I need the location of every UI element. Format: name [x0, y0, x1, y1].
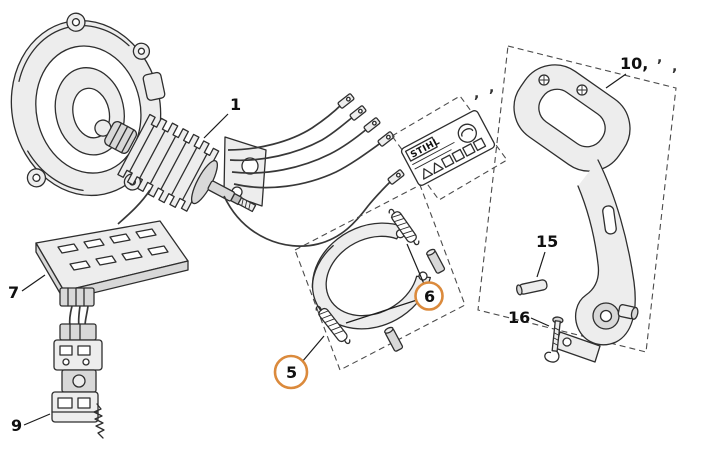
callout-1[interactable]: 1	[230, 95, 241, 114]
callout-9[interactable]: 9	[11, 416, 22, 435]
spade-terminal-icon	[363, 117, 381, 133]
callout-5-label: 5	[286, 363, 297, 382]
brand-box	[404, 136, 438, 162]
module-connector	[59, 287, 95, 307]
fin-lines	[128, 125, 208, 201]
leader-10	[605, 73, 627, 89]
handle-foot-hole	[562, 337, 572, 347]
spade-terminal-icon	[349, 105, 367, 121]
callout-5-ring	[273, 354, 309, 390]
callout-6-ring	[414, 281, 444, 311]
brake-pin-top[interactable]	[426, 248, 446, 274]
leader-15	[536, 251, 546, 278]
screw-part-16[interactable]	[544, 316, 564, 363]
dashed-box-handle	[477, 45, 677, 353]
leader-5	[301, 335, 325, 363]
info-label-group: STIHL	[391, 95, 508, 201]
handle-arm	[575, 159, 636, 346]
thread-lines	[241, 198, 251, 211]
motor-bracket	[223, 136, 267, 207]
leader-1	[203, 113, 229, 139]
leader-7	[21, 274, 46, 292]
comma-artifact: ,	[672, 59, 677, 75]
screw-icon	[576, 84, 588, 96]
module-slots	[57, 228, 169, 271]
handle-pivot-boss	[617, 304, 639, 320]
comma-artifact: ,	[489, 80, 494, 96]
warning-icons	[423, 137, 487, 180]
callout-15[interactable]: 15	[536, 232, 558, 251]
handle-part[interactable]	[500, 51, 644, 363]
spade-terminal-icon	[337, 93, 355, 109]
leader-6b	[345, 299, 418, 324]
leader-16	[530, 317, 550, 327]
comma-artifact: ,	[474, 86, 479, 102]
leader-9	[23, 413, 51, 426]
brake-pin-bottom[interactable]	[384, 326, 404, 352]
handle-slot	[602, 205, 617, 235]
handle-group	[477, 45, 677, 363]
coil-lines	[390, 213, 417, 239]
switch-part[interactable]	[51, 305, 105, 439]
callout-16[interactable]: 16	[508, 308, 530, 327]
brake-spring-top[interactable]	[387, 206, 421, 248]
switch-body	[51, 323, 103, 423]
wiring-harness	[117, 93, 405, 247]
leader-6a	[406, 243, 425, 285]
screw-icon	[538, 74, 550, 86]
control-module-part[interactable]	[35, 220, 189, 307]
callout-6-label: 6	[424, 287, 435, 306]
spade-terminal-icon	[377, 131, 395, 147]
armature-core	[94, 113, 257, 213]
callouts-layer: 1 7 9 10, 15 16 5 6 , , , ,	[8, 50, 677, 435]
comma-artifact: ,	[657, 50, 662, 66]
brake-spring-bottom[interactable]	[314, 303, 352, 347]
brake-assembly-group	[294, 184, 466, 371]
armature-part[interactable]	[79, 92, 272, 241]
spade-terminal-icon	[387, 169, 405, 185]
callout-5-marker[interactable]: 5	[273, 335, 325, 390]
dashed-box-brake	[294, 184, 466, 371]
callout-7[interactable]: 7	[8, 283, 19, 302]
handle-pivot-hole	[599, 309, 613, 323]
switch-spring	[93, 403, 105, 439]
callout-6-marker[interactable]: 6	[345, 243, 444, 324]
coil-lines	[318, 310, 345, 335]
callout-10[interactable]: 10,	[620, 54, 648, 73]
pin-part-15[interactable]	[515, 279, 548, 296]
info-label-part[interactable]: STIHL	[400, 109, 496, 186]
handle-grip-loop	[513, 64, 631, 172]
thread-lines	[552, 327, 560, 346]
